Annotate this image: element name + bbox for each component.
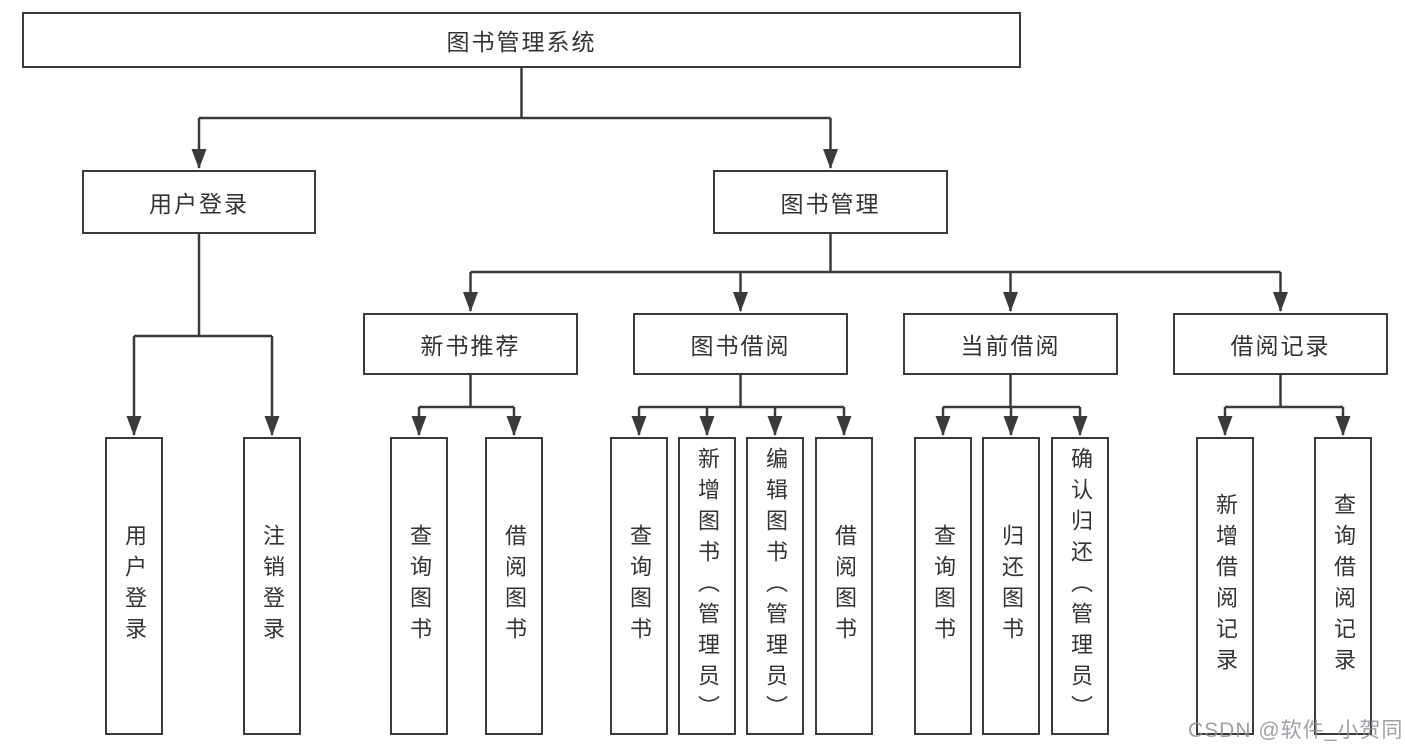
leaf-label: 借阅图书 <box>832 524 857 648</box>
node-book-management: 图书管理 <box>713 170 948 234</box>
leaf-edit-book-admin: 编辑图书（管理员） <box>746 437 804 735</box>
leaf-label: 查询图书 <box>627 524 652 648</box>
node-label: 借阅记录 <box>1230 333 1331 359</box>
node-label: 用户登录 <box>149 191 249 217</box>
leaf-add-book-admin: 新增图书（管理员） <box>678 437 736 735</box>
node-borrow-records: 借阅记录 <box>1173 313 1388 375</box>
node-label: 当前借阅 <box>960 333 1061 359</box>
leaf-query-books-1: 查询图书 <box>390 437 448 735</box>
node-label: 图书借阅 <box>690 333 791 359</box>
leaf-borrow-books-2: 借阅图书 <box>815 437 873 735</box>
leaf-return-books: 归还图书 <box>982 437 1040 735</box>
leaf-label: 确认归还（管理员） <box>1068 446 1093 726</box>
leaf-query-books-3: 查询图书 <box>914 437 972 735</box>
node-user-login: 用户登录 <box>82 170 316 234</box>
leaf-add-borrow-record: 新增借阅记录 <box>1196 437 1254 735</box>
node-label: 图书管理 <box>780 191 881 217</box>
leaf-user-login: 用户登录 <box>105 437 163 735</box>
leaf-label: 用户登录 <box>122 524 147 648</box>
node-new-book-recommend: 新书推荐 <box>363 313 578 375</box>
leaf-confirm-return-admin: 确认归还（管理员） <box>1051 437 1109 735</box>
leaf-label: 注销登录 <box>260 524 285 648</box>
node-book-borrow: 图书借阅 <box>633 313 848 375</box>
leaf-label: 新增图书（管理员） <box>695 446 720 726</box>
leaf-label: 查询图书 <box>407 524 432 648</box>
node-library-system: 图书管理系统 <box>22 12 1021 68</box>
leaf-query-books-2: 查询图书 <box>610 437 668 735</box>
leaf-label: 查询图书 <box>931 524 956 648</box>
leaf-label: 归还图书 <box>999 524 1024 648</box>
leaf-query-borrow-record: 查询借阅记录 <box>1314 437 1372 735</box>
node-label: 图书管理系统 <box>446 29 597 55</box>
watermark: CSDN @软件_小贺同学 <box>1188 719 1405 742</box>
leaf-label: 新增借阅记录 <box>1213 493 1238 679</box>
node-label: 新书推荐 <box>420 333 521 359</box>
node-current-borrow: 当前借阅 <box>903 313 1118 375</box>
leaf-logout: 注销登录 <box>243 437 301 735</box>
leaf-label: 借阅图书 <box>502 524 527 648</box>
leaf-label: 编辑图书（管理员） <box>763 446 788 726</box>
leaf-label: 查询借阅记录 <box>1331 493 1356 679</box>
leaf-borrow-books-1: 借阅图书 <box>485 437 543 735</box>
